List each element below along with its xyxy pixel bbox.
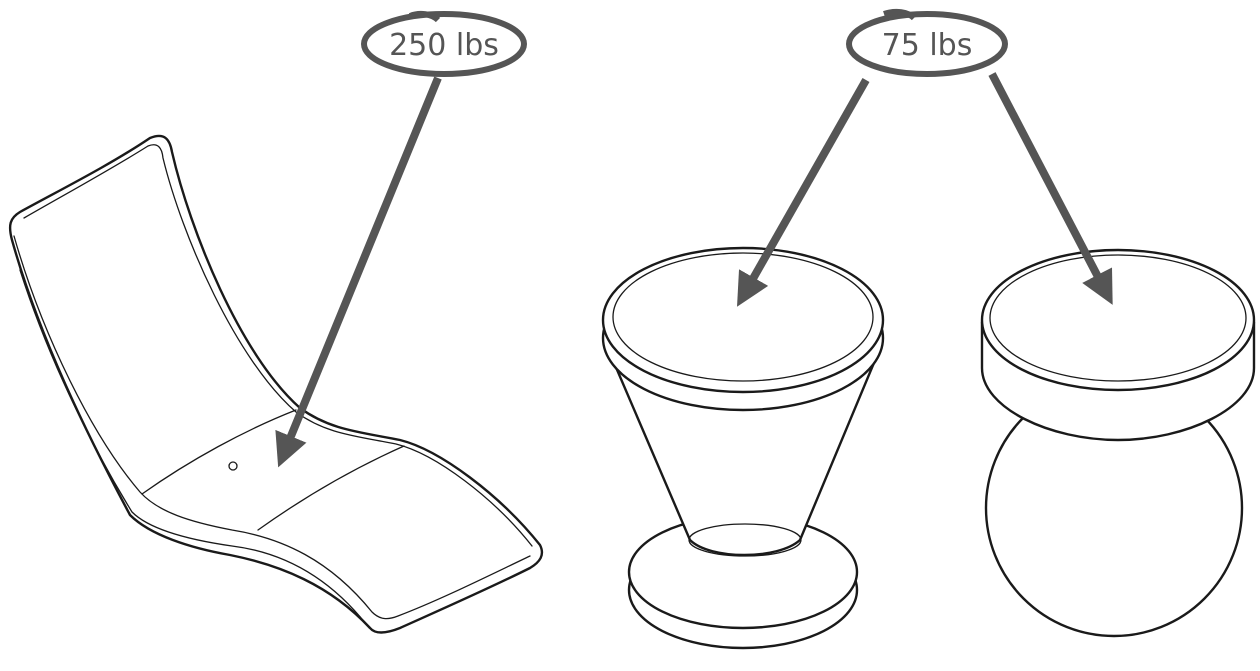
ball-stool — [980, 248, 1256, 638]
callout-lounge-label: 250 lbs — [389, 28, 499, 63]
lounge-body-outline — [8, 134, 544, 634]
lounge-drain-hole — [228, 461, 238, 471]
cone-stool-cap-top — [612, 252, 874, 382]
lounge-base-rim — [19, 269, 367, 625]
callout-stools-ring — [846, 11, 1008, 77]
ball-stool-cap-top — [980, 248, 1256, 392]
callout-stools-arrow-left — [737, 78, 870, 307]
callout-stools: 75 lbs — [737, 8, 1113, 307]
callout-lounge-ring-tail — [408, 10, 441, 23]
callout-stools-ring-tail — [883, 8, 917, 21]
cone-stool-neck-ring — [688, 523, 802, 557]
lounge-seam-front — [257, 445, 405, 531]
cone-stool-body — [610, 356, 878, 557]
lounge-seat-surface — [23, 144, 533, 547]
callout-stools-arrow-right — [988, 72, 1113, 305]
ball-stool-cap-inner — [989, 254, 1247, 382]
callout-lounge-arrow — [275, 76, 442, 468]
callout-lounge: 250 lbs — [275, 10, 527, 468]
callout-stools-label: 75 lbs — [882, 28, 973, 63]
lounge-lower-rim — [13, 235, 531, 620]
chaise-lounge — [8, 134, 544, 634]
callout-lounge-ring — [361, 11, 527, 77]
lounge-seam-back — [141, 409, 297, 495]
cone-stool — [601, 246, 885, 650]
cone-stool-cap-rim — [601, 246, 885, 394]
